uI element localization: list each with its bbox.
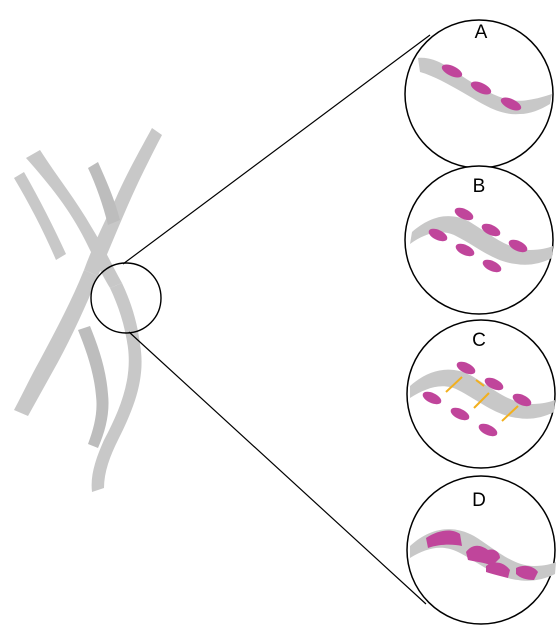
panel-d-complex [486, 562, 510, 578]
panel-c-protein [450, 407, 470, 421]
chromosome-strand-inner-lower [78, 326, 109, 448]
zoom-circle [90, 262, 162, 334]
panel-a: A [404, 19, 554, 169]
panel-d: D [406, 475, 556, 625]
zoom-line-top [122, 34, 431, 265]
panel-d-complex [466, 545, 500, 566]
chromosome-strand-inner-upper [88, 162, 120, 225]
panel-b-label: B [473, 176, 486, 197]
panel-b-protein [508, 239, 528, 253]
panel-b: B [404, 165, 554, 315]
panel-a-protein [441, 64, 463, 78]
panel-a-protein [470, 81, 492, 95]
chromosome-strand-right-upper [84, 128, 162, 276]
panel-c-protein [484, 377, 504, 391]
panel-c-protein [512, 393, 532, 407]
panel-b-protein [454, 207, 474, 221]
panel-c-link [445, 376, 463, 393]
panel-d-complex [426, 530, 462, 548]
chromosome-strand-far-left [14, 172, 66, 260]
panel-c-protein [422, 391, 442, 405]
chromosome-strand-right-lower [91, 283, 142, 492]
chromosome [14, 128, 162, 492]
chromosome-strand-left-lower [14, 270, 98, 416]
zoom-line-bottom [128, 331, 427, 605]
panel-c-link [501, 405, 519, 422]
panel-c-ribbon [410, 369, 555, 419]
panel-a-protein [500, 97, 522, 111]
panel-b-ribbon [410, 216, 553, 265]
panel-c-link [475, 379, 485, 387]
panel-b-protein [455, 243, 475, 257]
panel-c-label: C [472, 330, 486, 351]
panel-c: C [406, 319, 556, 469]
panel-c-protein [478, 423, 498, 437]
panel-b-protein [428, 228, 448, 242]
panel-d-complex [516, 565, 538, 580]
panel-b-protein [482, 259, 502, 273]
panel-a-label: A [475, 22, 488, 43]
panel-c-protein [456, 361, 476, 375]
panel-c-link [473, 392, 490, 409]
panel-d-label: D [472, 490, 486, 511]
panel-b-protein [481, 223, 501, 237]
